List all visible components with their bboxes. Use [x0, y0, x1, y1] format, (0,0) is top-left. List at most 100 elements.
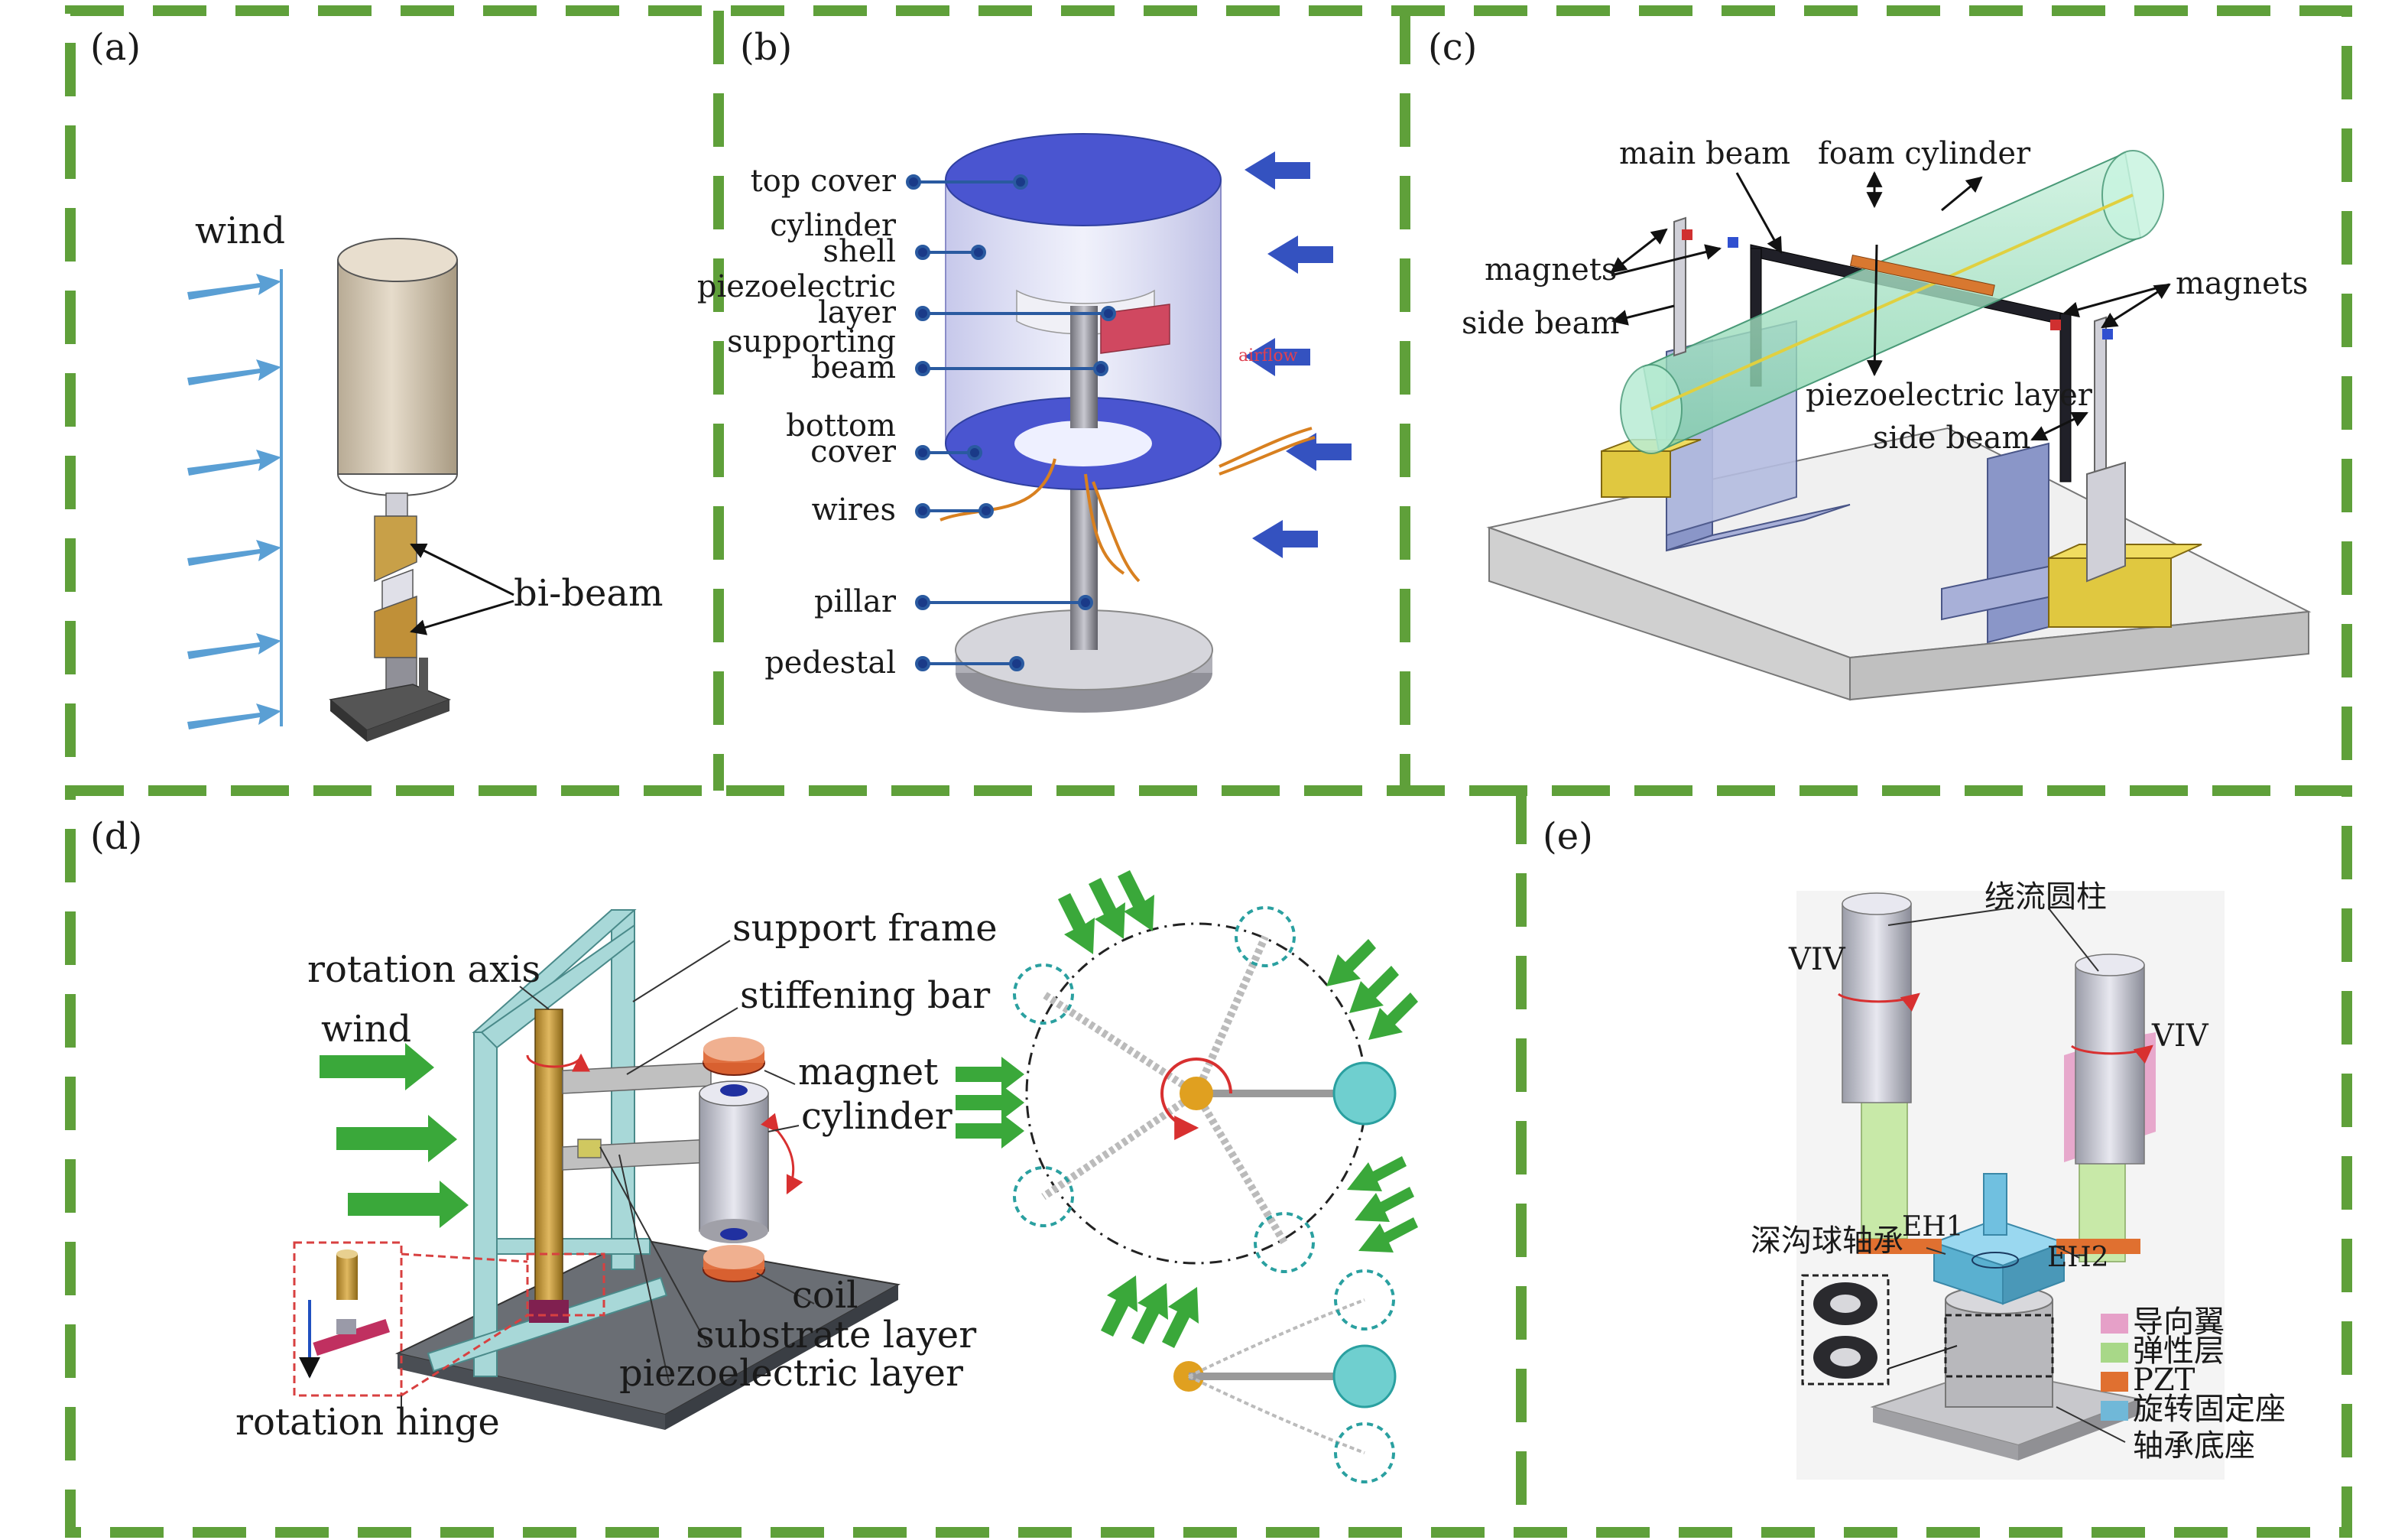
legend-swatch [2101, 1314, 2128, 1334]
rotation-arrow-axis [526, 1053, 590, 1072]
magnet-label: magnet [798, 1051, 938, 1093]
wind-arrow [1245, 338, 1310, 376]
legend-label: 旋转固定座 [2133, 1392, 2286, 1427]
bi-beam-pointer-lower [409, 599, 514, 635]
panel-borders [65, 5, 2352, 1538]
viv-right-label: VIV [2151, 1019, 2209, 1054]
bearing-base-label: 轴承底座 [2133, 1428, 2255, 1464]
bi-beam-pointer-upper [410, 543, 514, 596]
wind-arrow [1252, 520, 1318, 558]
support-frame-label: support frame [732, 907, 998, 950]
side-beam-right-label: side beam [1873, 421, 2030, 456]
coil-label: coil [792, 1274, 858, 1317]
wind-arrow [1245, 151, 1310, 190]
bearing-base-e [1870, 1285, 2144, 1460]
hinge-inset-d [293, 1241, 605, 1397]
bi-beam-structure [329, 492, 452, 742]
substrate-layer-label: substrate layer [696, 1314, 976, 1356]
stiffening-bar-label: stiffening bar [740, 974, 990, 1017]
wind-arrows-a [187, 274, 281, 729]
legend-swatch [2101, 1343, 2128, 1363]
legend-label: 导向翼 [2133, 1304, 2225, 1340]
panel-letter-c: (c) [1428, 26, 1477, 69]
panel-letter-d: (d) [90, 815, 142, 858]
component-label-b: pillar [814, 584, 897, 619]
wind-label-a: wind [195, 210, 285, 252]
hinge-block [529, 1300, 569, 1323]
side-beam-left-label: side beam [1462, 306, 1619, 341]
wind-arrow [348, 1181, 469, 1228]
piezo-layer-c [1849, 254, 1995, 297]
leader-lines-d [401, 940, 815, 1407]
bottom-row-border [65, 785, 2352, 1538]
cylinder-shell-b [945, 133, 1222, 490]
side-beams-c [1673, 216, 2126, 583]
panel-b: (b) airflow [697, 26, 1352, 713]
schematic-d [956, 870, 1418, 1483]
wind-arrow [1286, 433, 1352, 471]
stiffening-bars-d [562, 1062, 712, 1171]
label-pointers-b [906, 174, 1116, 671]
component-label-b: wires [812, 492, 896, 528]
left-arm-e [1842, 892, 1942, 1254]
panel-letter-b: (b) [740, 26, 792, 69]
main-beam-label: main beam [1619, 136, 1790, 171]
wind-arrow [336, 1115, 457, 1162]
wind-arrow [320, 1043, 434, 1090]
wind-label-d: wind [321, 1008, 411, 1051]
top-row-border [65, 5, 2352, 796]
rotating-mount-e [1932, 1173, 2066, 1305]
bluff-cylinder-a [337, 238, 458, 496]
magnets-right-label: magnets [2176, 266, 2308, 301]
wind-arrow [187, 540, 281, 566]
piezo-layer-label-d: piezoelectric layer [619, 1352, 963, 1395]
viv-arrow-right [2071, 1045, 2153, 1064]
cylinder-label: cylinder [801, 1095, 952, 1138]
component-label-b: pedestal [764, 645, 896, 681]
wind-arrow [187, 450, 281, 476]
wind-arrow [187, 274, 281, 300]
wind-arrow [187, 359, 281, 385]
wires-b [940, 427, 1316, 583]
viv-arrow-left [1838, 993, 1920, 1012]
legend-label: 弹性层 [2133, 1334, 2225, 1369]
leader-lines-e [1887, 908, 2126, 1443]
wind-arrow [1267, 236, 1333, 274]
panel-c: (c) [1428, 26, 2312, 701]
oscillator-cylinder-d [699, 1037, 769, 1282]
bi-beam-label: bi-beam [514, 572, 664, 615]
legend-swatch [2101, 1372, 2128, 1392]
airflow-label: airflow [1238, 346, 1298, 366]
eh2-label: EH2 [2047, 1242, 2109, 1273]
foam-cylinder-c [1620, 150, 2164, 454]
rotation-axis-rod [534, 1009, 563, 1308]
support-frame-d [427, 909, 668, 1377]
wind-arrow [187, 703, 281, 729]
panel-letter-e: (e) [1543, 815, 1593, 858]
bearing-label: 深沟球轴承 [1751, 1223, 1903, 1259]
wind-arrow [187, 633, 281, 659]
legend-swatch [2101, 1401, 2128, 1421]
base-plate-d [395, 1237, 901, 1430]
legend-label: PZT [2133, 1363, 2195, 1398]
viv-left-label: VIV [1788, 942, 1846, 977]
panel-letter-a: (a) [90, 26, 141, 69]
component-label-b: top cover [751, 164, 897, 199]
panel-d: (d) [90, 815, 1418, 1483]
magnets-left-label: magnets [1485, 252, 1617, 288]
bearing-inset-e [1801, 1274, 2054, 1386]
right-arm-e [2056, 954, 2145, 1262]
rotation-arrow-cylinder [761, 1113, 803, 1195]
foam-cylinder-label: foam cylinder [1818, 136, 2031, 171]
panel-a: (a) wind bi [90, 26, 664, 742]
pointers-c [1610, 171, 2171, 441]
bluff-cylinder-label-e: 绕流圆柱 [1984, 879, 2107, 915]
wind-arrows-d [320, 1043, 469, 1228]
